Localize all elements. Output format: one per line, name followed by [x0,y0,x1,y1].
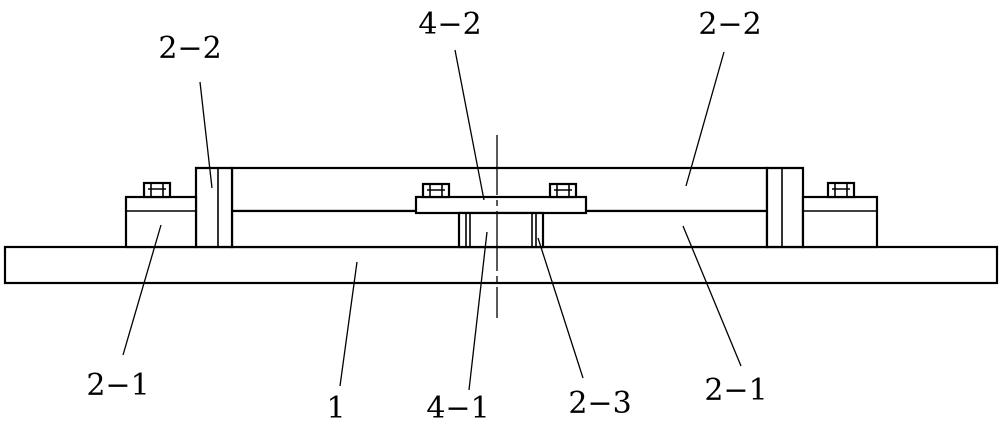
center-block [457,211,545,249]
leader-2-3 [537,237,584,379]
left-foot-block [124,195,198,249]
center-clamp-plate [414,195,588,215]
label-2-1-left: 2−1 [86,368,149,403]
base-plate [3,245,999,285]
leader-2-1-right [682,225,742,367]
label-1: 1 [326,391,345,426]
label-2-3: 2−3 [568,386,631,421]
center-right-bolt-icon [548,182,578,199]
label-2-2-right: 2−2 [698,7,761,42]
right-bracket [765,166,805,249]
label-4-1: 4−1 [426,391,489,426]
label-2-2-left: 2−2 [158,31,221,66]
right-foot-block [801,195,879,249]
leader-4-1 [468,231,488,391]
left-bracket [194,166,234,249]
left-bolt-icon [142,181,172,199]
leader-1 [339,261,358,387]
label-4-2: 4−2 [418,7,481,42]
leader-2-2-left [199,81,213,189]
label-2-1-right: 2−1 [704,373,767,408]
leader-2-1-left [122,224,162,356]
leader-2-2-right [685,51,725,187]
center-left-bolt-icon [421,182,451,199]
leader-4-2 [454,49,485,201]
right-bolt-icon [826,181,856,199]
